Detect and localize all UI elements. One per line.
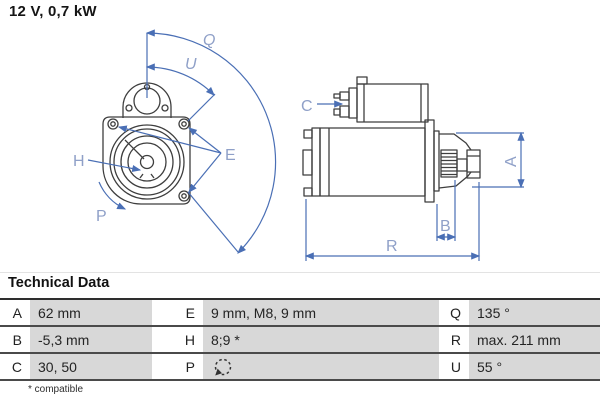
- rotation-direction-icon: [214, 358, 232, 375]
- row-label: R: [439, 327, 469, 352]
- dimension-label-b: B: [440, 218, 451, 235]
- row-value: 55 °: [469, 354, 600, 379]
- footnote: * compatible: [28, 384, 84, 395]
- row-value: max. 211 mm: [469, 327, 600, 352]
- row-value: 135 °: [469, 300, 600, 325]
- row-label: B: [0, 327, 30, 352]
- row-label: H: [152, 327, 203, 352]
- dimension-label-c: C: [301, 98, 313, 115]
- dimension-label-u: U: [185, 56, 197, 73]
- technical-data-table: A 62 mm E 9 mm, M8, 9 mm Q 135 ° B -5,3 …: [0, 298, 600, 381]
- row-value: 8;9 *: [203, 327, 439, 352]
- dimension-label-r: R: [386, 238, 398, 255]
- section-divider: [0, 272, 600, 273]
- row-value: 62 mm: [30, 300, 152, 325]
- row-label: C: [0, 354, 30, 379]
- front-view-dimensions: [87, 29, 277, 254]
- row-value: -5,3 mm: [30, 327, 152, 352]
- side-view-drawing: [302, 76, 481, 203]
- table-row: C 30, 50 P U 55 °: [0, 354, 600, 381]
- dimension-labels: Q U E H P C A B R: [73, 32, 520, 255]
- row-value: [203, 354, 439, 379]
- dimension-label-e: E: [225, 147, 236, 164]
- table-row: B -5,3 mm H 8;9 * R max. 211 mm: [0, 327, 600, 354]
- dimension-label-q: Q: [203, 32, 215, 49]
- dimension-label-p: P: [96, 208, 107, 225]
- dimension-label-h: H: [73, 153, 85, 170]
- technical-data-heading: Technical Data: [8, 275, 110, 291]
- row-label: Q: [439, 300, 469, 325]
- row-label: P: [152, 354, 203, 379]
- starter-motor-drawing: Q U E H P C A B R: [73, 29, 525, 261]
- side-view-dimensions: [304, 100, 525, 261]
- page-title: 12 V, 0,7 kW: [9, 3, 97, 20]
- row-label: U: [439, 354, 469, 379]
- row-value: 9 mm, M8, 9 mm: [203, 300, 439, 325]
- row-label: E: [152, 300, 203, 325]
- front-view-drawing: [102, 82, 191, 205]
- table-row: A 62 mm E 9 mm, M8, 9 mm Q 135 °: [0, 300, 600, 327]
- dimension-label-a: A: [503, 156, 520, 167]
- row-value: 30, 50: [30, 354, 152, 379]
- row-label: A: [0, 300, 30, 325]
